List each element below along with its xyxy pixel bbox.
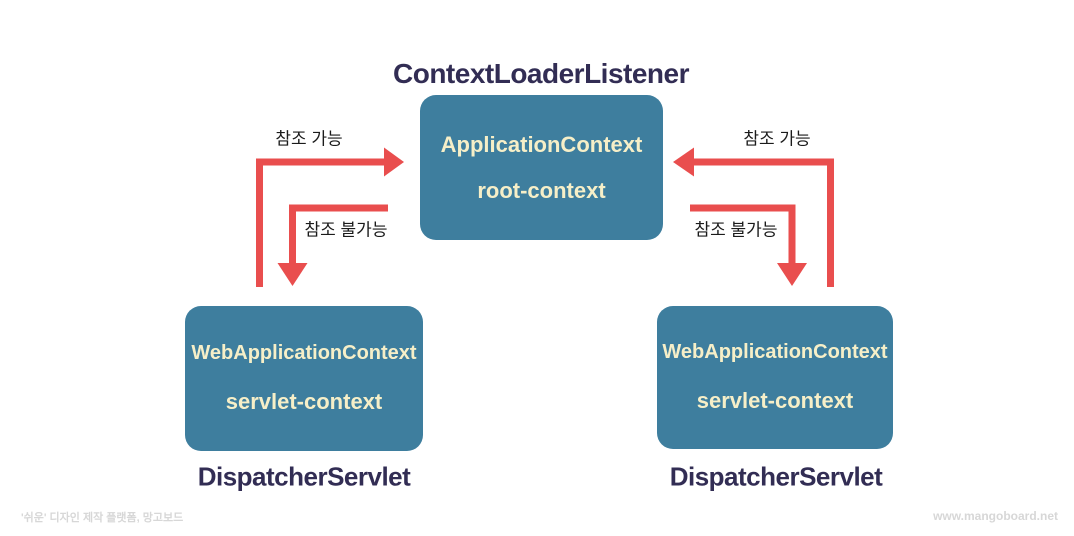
- left-reference-possible-label: 참조 가능: [275, 129, 343, 149]
- mangoboard-watermark-text: '쉬운' 디자인 제작 플랫폼, 망고보드: [21, 512, 184, 524]
- arrowhead-right-icon: [384, 147, 404, 177]
- root-context-box: ApplicationContext root-context: [420, 95, 663, 240]
- right-reference-possible-arrow: [673, 147, 834, 287]
- arrowhead-down-icon: [277, 263, 308, 286]
- right-reference-impossible-label: 참조 불가능: [694, 220, 778, 240]
- left-servlet-box-line2: servlet-context: [225, 389, 383, 414]
- left-servlet-context-box: WebApplicationContext servlet-context: [185, 306, 423, 451]
- arrowhead-left-icon: [673, 147, 694, 177]
- right-servlet-box-line1: WebApplicationContext: [662, 341, 888, 363]
- page-title: ContextLoaderListener: [393, 58, 690, 89]
- right-servlet-box-line2: servlet-context: [696, 388, 854, 413]
- right-reference-possible-label: 참조 가능: [743, 129, 811, 149]
- right-servlet-context-box: WebApplicationContext servlet-context: [657, 306, 893, 449]
- left-reference-possible-arrow: [256, 147, 404, 287]
- root-context-box-line1: ApplicationContext: [440, 131, 643, 157]
- left-dispatcher-servlet-caption: DispatcherServlet: [197, 461, 411, 492]
- arrowhead-down-icon: [777, 263, 807, 286]
- right-dispatcher-servlet-caption: DispatcherServlet: [669, 461, 883, 492]
- left-servlet-box-line1: WebApplicationContext: [191, 342, 417, 364]
- mangoboard-watermark-url: www.mangoboard.net: [933, 509, 1058, 523]
- right-reference-impossible-arrow: [690, 204, 807, 286]
- left-reference-impossible-arrow: [277, 204, 388, 286]
- left-reference-impossible-label: 참조 불가능: [304, 220, 388, 240]
- root-context-box-line2: root-context: [477, 177, 606, 203]
